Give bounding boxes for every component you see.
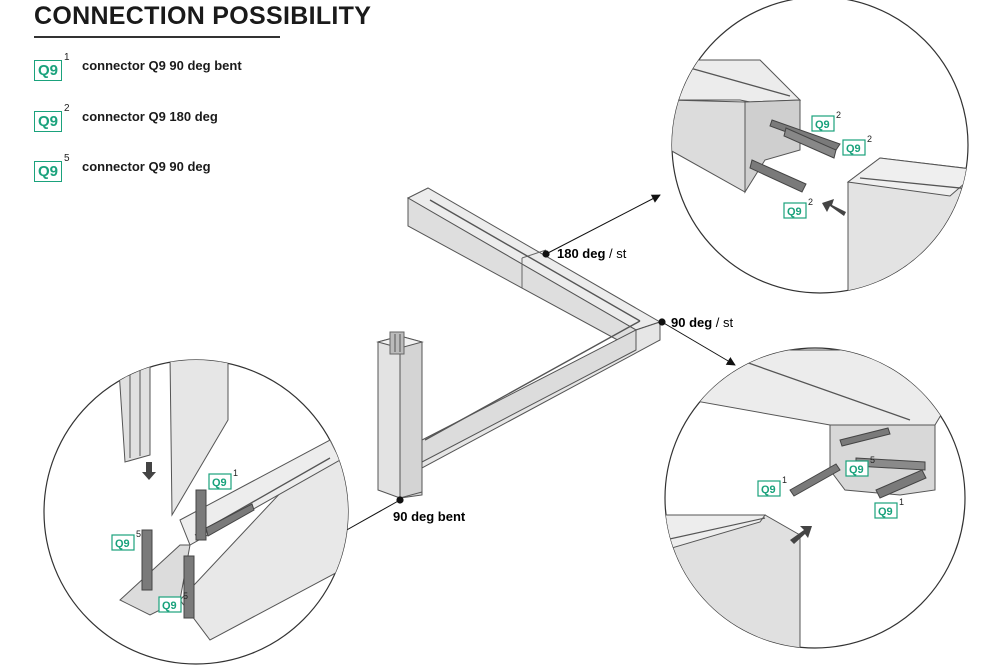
svg-text:Q9: Q9	[115, 538, 130, 550]
svg-text:Q9: Q9	[878, 506, 893, 518]
vertical-column	[377, 335, 401, 499]
connector-plate	[195, 489, 207, 541]
callout-label-90: 90 deg / st	[671, 315, 734, 330]
main-profile-assembly	[376, 187, 662, 499]
q9-badge: Q9	[34, 111, 63, 132]
svg-text:Q9: Q9	[849, 464, 864, 476]
q9-badge: Q9	[34, 161, 63, 182]
down-arrow-icon	[142, 462, 156, 480]
svg-text:5: 5	[183, 591, 188, 601]
connector-plate	[783, 127, 837, 159]
page-title: CONNECTION POSSIBILITY	[34, 2, 372, 30]
q9-tag: Q9 5	[845, 455, 875, 477]
q9-tag: Q9 1	[874, 497, 904, 519]
svg-text:5: 5	[870, 455, 875, 465]
svg-text:Q9: Q9	[815, 119, 830, 131]
svg-text:2: 2	[808, 197, 813, 207]
svg-text:2: 2	[867, 134, 872, 144]
detail-circle-90: Q9 5 Q9 1 Q9 1	[664, 347, 966, 649]
legend-label: connector Q9 90 deg bent	[82, 58, 242, 73]
detail-circle-180: Q9 2 Q9 2 Q9 2	[671, 0, 969, 294]
svg-text:Q9: Q9	[761, 484, 776, 496]
q9-tag: Q9 1	[757, 475, 787, 497]
title-underline	[34, 36, 280, 38]
q9-badge: Q9	[34, 60, 63, 81]
svg-text:2: 2	[836, 110, 841, 120]
svg-text:Q9: Q9	[787, 206, 802, 218]
svg-text:Q9: Q9	[846, 143, 861, 155]
q9-superscript: 2	[64, 103, 70, 114]
connector-plate	[749, 159, 807, 193]
connector-plate	[141, 529, 153, 591]
insert-arrow-icon	[790, 526, 812, 544]
q9-superscript: 5	[64, 153, 70, 164]
svg-text:1: 1	[233, 468, 238, 478]
svg-text:Q9: Q9	[212, 477, 227, 489]
q9-tag: Q9 5	[158, 591, 188, 613]
q9-tag: Q9 2	[811, 110, 841, 132]
legend-label: connector Q9 90 deg	[82, 159, 211, 174]
legend-label: connector Q9 180 deg	[82, 109, 218, 124]
detail-circle-90-bent: Q9 1 Q9 5 Q9 5	[43, 359, 349, 665]
connector-plate	[205, 503, 255, 537]
svg-text:Q9: Q9	[162, 600, 177, 612]
q9-tag: Q9 2	[842, 134, 872, 156]
connector-plate	[839, 427, 891, 447]
q9-tag: Q9 1	[208, 468, 238, 490]
q9-tag: Q9 5	[111, 529, 141, 551]
svg-text:1: 1	[899, 497, 904, 507]
connector-plate	[789, 463, 841, 497]
q9-tag: Q9 2	[783, 197, 813, 219]
callout-label-180: 180 deg / st	[557, 246, 627, 261]
connector-plate	[875, 469, 927, 499]
callout-label-90-bent: 90 deg bent	[393, 509, 466, 524]
insert-arrow-icon	[822, 199, 846, 216]
svg-text:5: 5	[136, 529, 141, 539]
svg-text:1: 1	[782, 475, 787, 485]
arrow-to-180-detail	[545, 194, 661, 255]
q9-superscript: 1	[64, 52, 70, 63]
connector-plate	[183, 555, 195, 619]
arrow-to-90-detail	[661, 321, 736, 366]
